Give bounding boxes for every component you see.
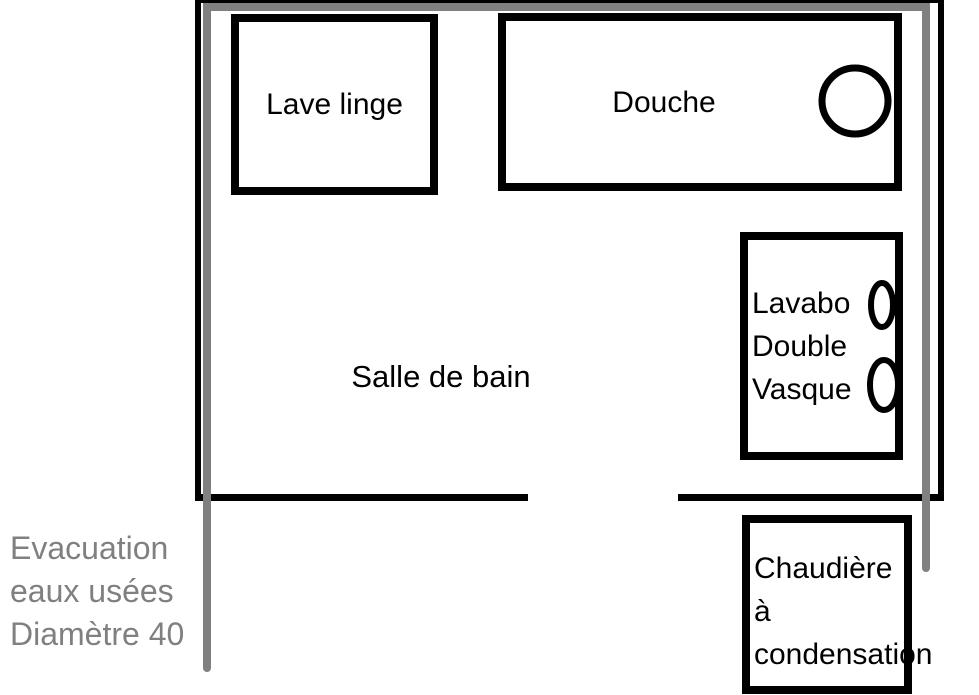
wall-right <box>938 0 944 501</box>
boiler-label-line2: à <box>754 595 771 628</box>
shower-box: Douche <box>498 13 902 191</box>
boiler-box: Chaudière à condensation <box>742 515 933 694</box>
wall-top <box>195 0 944 3</box>
room-label: Salle de bain <box>351 359 531 394</box>
double-sink-label-line1: Lavabo <box>752 286 851 320</box>
wall-bottom-left-of-door <box>195 494 528 501</box>
waste-pipe-caption-line2: eaux usées <box>10 573 174 609</box>
waste-pipe-caption-line3: Diamètre 40 <box>10 616 185 652</box>
shower-label: Douche <box>612 85 716 119</box>
waste-pipe-caption-line1: Evacuation <box>10 530 169 566</box>
boiler-label-line1: Chaudière <box>754 552 893 585</box>
double-sink-label-line2: Double <box>752 329 848 363</box>
double-sink-label-line3: Vasque <box>752 372 852 406</box>
double-sink-box: Lavabo Double Vasque <box>740 232 903 460</box>
washing-machine-box: Lave linge <box>231 14 438 195</box>
washing-machine-label: Lave linge <box>266 88 403 121</box>
wall-bottom-right-of-door <box>678 494 944 501</box>
boiler-label-line3: condensation <box>754 638 933 671</box>
wall-left <box>195 0 201 501</box>
waste-pipe-caption: Evacuation eaux usées Diamètre 40 <box>10 527 184 656</box>
